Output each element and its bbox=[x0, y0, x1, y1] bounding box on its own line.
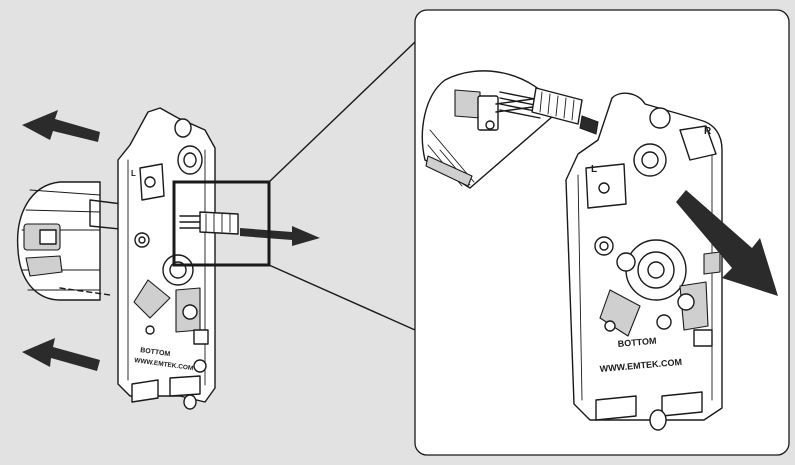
door-inset bbox=[421, 70, 561, 189]
stamp-bottom-small: BOTTOM bbox=[140, 347, 171, 358]
side-mark-left-small: L bbox=[131, 169, 136, 178]
lock-body-zoom: L R BOTTOM WWW.EMTEK.COM bbox=[565, 92, 723, 431]
door-cutout bbox=[16, 181, 131, 301]
connector-small bbox=[179, 211, 320, 246]
callout-box bbox=[172, 180, 271, 267]
overview-illustration: L BOTTOM WWW.EMTEK.COM bbox=[16, 41, 416, 410]
stamp-bottom-zoom: BOTTOM bbox=[617, 336, 657, 349]
lock-body-small: L BOTTOM WWW.EMTEK.COM bbox=[117, 107, 216, 410]
zoom-panel: L R BOTTOM WWW.EMTEK.COM bbox=[414, 9, 790, 456]
pull-arrow-connector-small bbox=[240, 226, 320, 246]
side-mark-left-zoom: L bbox=[591, 164, 597, 175]
pull-arrow-bottom bbox=[22, 338, 100, 371]
side-mark-right-zoom: R bbox=[704, 126, 712, 137]
pull-arrow-zoom bbox=[676, 190, 778, 296]
connector-zoom bbox=[499, 87, 599, 135]
pull-arrow-top bbox=[22, 110, 100, 142]
